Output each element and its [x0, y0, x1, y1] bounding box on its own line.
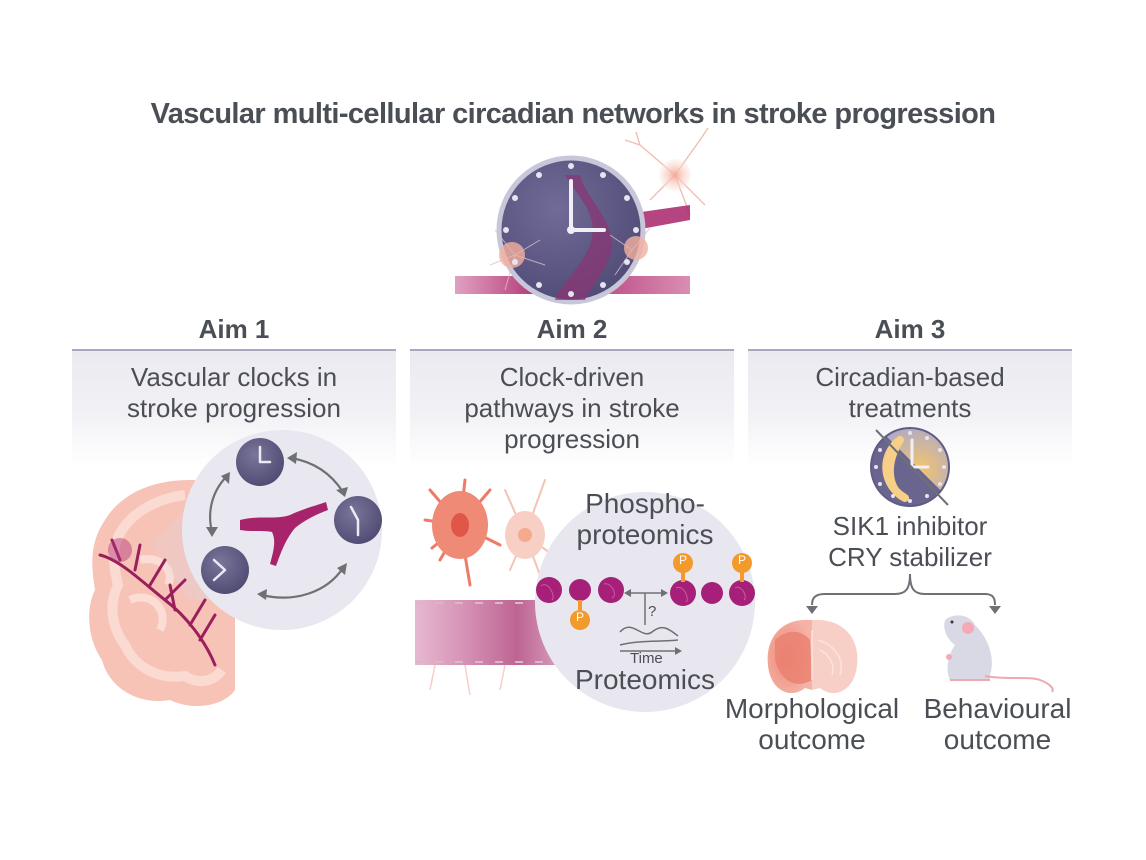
protein-icon [536, 577, 755, 606]
outcome-label-line: Morphological [724, 693, 900, 724]
clock-hands [569, 179, 606, 232]
brain-outline [89, 480, 235, 707]
outcome-label-line: outcome [758, 724, 866, 755]
aim-3-description: Circadian-based treatments [748, 362, 1072, 424]
clock-face [496, 155, 646, 305]
aim-3-description-line: Circadian-based [815, 362, 1005, 392]
vessel-branch [620, 205, 690, 232]
figure-title: Vascular multi-cellular circadian networ… [150, 98, 996, 130]
outcome-label-line: outcome [943, 724, 1052, 755]
clock-icon [201, 546, 249, 594]
phosphoproteomics-label-line: proteomics [576, 519, 714, 550]
phospho-label: P [575, 610, 584, 624]
aim-3-label: Aim 3 [874, 314, 946, 344]
aim-2-panel [410, 349, 734, 466]
brain-vessels [98, 538, 217, 667]
outcome-label-line: Behavioural [923, 693, 1072, 724]
aim-2-description: Clock-driven pathways in stroke progress… [410, 362, 734, 455]
phosphoproteomics-label: Phospho- proteomics [560, 488, 730, 550]
vessel-horizontal [455, 276, 690, 294]
neuron-icon [624, 127, 709, 216]
phospho-label: P [678, 553, 687, 567]
double-arrow-icon [209, 456, 344, 599]
vessel-branch-inset [240, 502, 328, 566]
behavioural-outcome-label: Behavioural outcome [910, 693, 1085, 755]
phospho-label: P [737, 553, 746, 567]
aim-1-description: Vascular clocks in stroke progression [72, 362, 396, 424]
aim-2-description-line: Clock-driven [499, 362, 645, 392]
treatment-list: SIK1 inhibitor CRY stabilizer [748, 511, 1072, 573]
neuron-body-red [432, 491, 488, 559]
phosphoproteomics-label-line: Phospho- [585, 488, 705, 519]
aim-1-description-line: stroke progression [127, 393, 341, 423]
treatment-item: SIK1 inhibitor [832, 511, 988, 541]
neuron-icon [423, 478, 502, 587]
treatment-item: CRY stabilizer [828, 542, 992, 572]
clock-icon [334, 496, 382, 544]
aim-2-description-line: progression [504, 424, 640, 454]
vessel-segment [415, 600, 585, 665]
aim-1-label: Aim 1 [198, 314, 270, 344]
aim-2-description-line: pathways in stroke [464, 393, 680, 423]
neuron-body [659, 159, 691, 191]
clock-ticks [503, 163, 639, 297]
aim-3-description-line: treatments [848, 393, 972, 423]
question-mark: ? [648, 603, 657, 620]
proteomics-label: Proteomics [574, 664, 716, 695]
time-axis-label: Time [630, 650, 663, 667]
morphological-outcome-label: Morphological outcome [717, 693, 907, 755]
aim-1-description-line: Vascular clocks in [130, 362, 338, 392]
aim-2-label: Aim 2 [536, 314, 608, 344]
